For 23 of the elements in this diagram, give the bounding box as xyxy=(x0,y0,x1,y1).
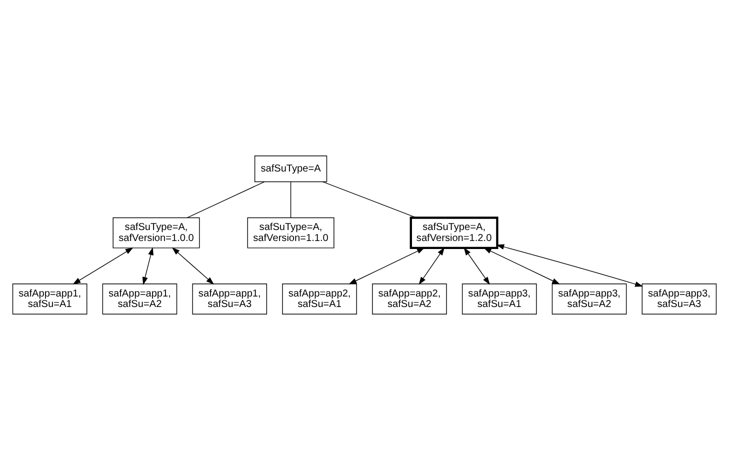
node-box: safSuType=A, safVersion=1.2.0 xyxy=(410,216,498,249)
node-box: safApp=app3, safSu=A3 xyxy=(642,283,717,314)
arrow xyxy=(142,246,154,284)
node-box: safApp=app1, safSu=A2 xyxy=(102,283,178,314)
arrow xyxy=(464,246,490,284)
arrow xyxy=(348,247,425,284)
connector xyxy=(186,181,265,218)
node-box: safApp=app2, safSu=A1 xyxy=(282,283,357,314)
node-box: safSuType=A xyxy=(254,155,328,182)
arrow xyxy=(418,246,445,284)
node-box: safApp=app2, safSu=A2 xyxy=(372,283,447,314)
node-box: safSuType=A, safVersion=1.1.0 xyxy=(247,216,334,248)
node-box: safApp=app3, safSu=A2 xyxy=(552,283,627,314)
node-box: safSuType=A, safVersion=1.0.0 xyxy=(112,216,200,248)
arrow xyxy=(496,244,644,286)
arrow xyxy=(172,246,214,284)
connector xyxy=(290,181,292,218)
node-box: safApp=app1, safSu=A1 xyxy=(12,283,88,314)
connector xyxy=(322,180,417,218)
node-box: safApp=app3, safSu=A1 xyxy=(462,283,537,314)
arrow xyxy=(72,247,134,284)
arrow xyxy=(483,247,560,284)
node-box: safApp=app1, safSu=A3 xyxy=(192,283,268,314)
